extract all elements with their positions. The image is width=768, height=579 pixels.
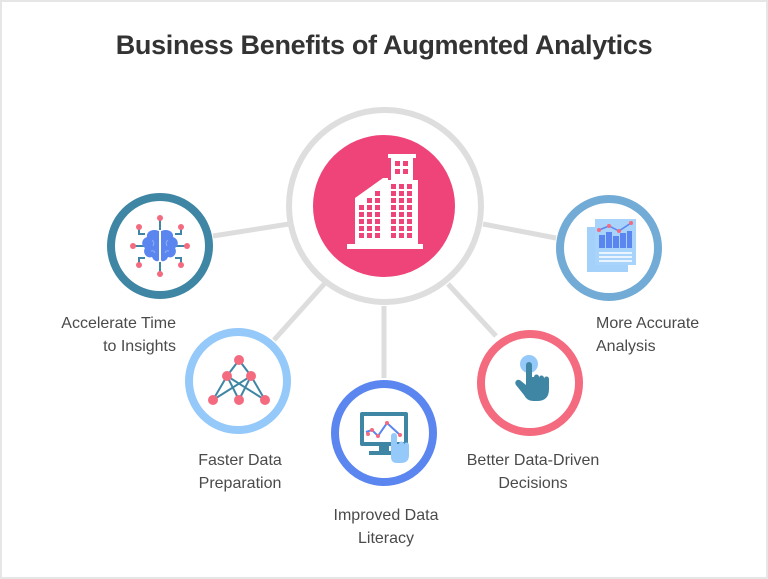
label-line: Literacy xyxy=(357,530,415,547)
benefit-label-accelerate: Accelerate Time to Insights xyxy=(61,312,176,358)
label-line: Preparation xyxy=(198,475,282,492)
label-line: More Accurate xyxy=(596,315,700,332)
benefit-node-faster xyxy=(185,328,291,434)
monitor-touch-chart-icon xyxy=(360,412,409,463)
benefit-label-better: Better Data-Driven Decisions xyxy=(448,449,618,495)
connector-accelerate xyxy=(212,221,290,239)
network-graph-icon xyxy=(208,355,270,405)
benefit-label-faster: Faster Data Preparation xyxy=(180,449,300,495)
benefit-node-better xyxy=(477,330,583,436)
report-chart-icon xyxy=(587,219,636,272)
label-line: Faster Data xyxy=(198,452,282,469)
label-line: Better Data-Driven xyxy=(466,452,600,469)
benefit-label-literacy: Improved Data Literacy xyxy=(311,504,461,550)
benefit-node-literacy xyxy=(331,380,437,486)
center-hub xyxy=(286,107,484,305)
connectors xyxy=(212,221,557,378)
pointing-hand-icon xyxy=(515,355,549,401)
label-line: Analysis xyxy=(596,338,656,355)
connector-better xyxy=(446,282,498,338)
connector-faster xyxy=(272,280,328,342)
page-title: Business Benefits of Augmented Analytics xyxy=(115,30,653,60)
benefit-label-accurate: More Accurate Analysis xyxy=(596,312,699,358)
benefit-node-accelerate xyxy=(107,193,213,299)
label-line: Improved Data xyxy=(333,507,439,524)
benefit-node-accurate xyxy=(556,195,662,301)
brain-network-icon xyxy=(130,215,190,277)
building-windows xyxy=(359,161,412,238)
label-line: Decisions xyxy=(498,475,568,492)
label-line: to Insights xyxy=(103,338,176,355)
connector-accurate xyxy=(482,221,557,241)
label-line: Accelerate Time xyxy=(61,315,176,332)
